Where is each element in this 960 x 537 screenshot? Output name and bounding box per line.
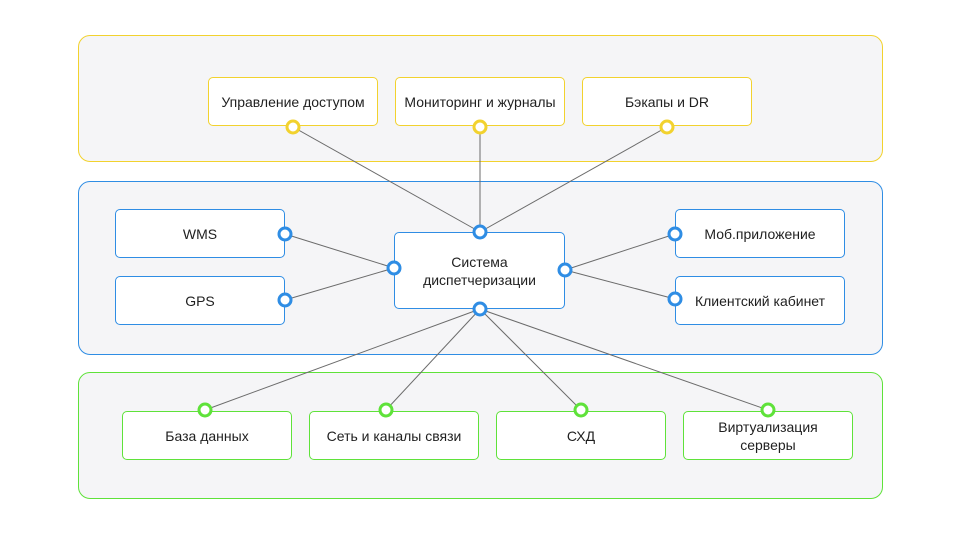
wire-wms-to-center [284,233,395,269]
node-virtualization-label: Виртуализация серверы [718,418,818,453]
node-wms-label: WMS [182,225,218,242]
port-wms[interactable] [277,226,293,242]
port-dispatch-bottom[interactable] [472,301,488,317]
wire-access-to-center [292,126,481,233]
node-mobile-app-label: Моб.приложение [704,225,816,242]
wire-center-to-virtualization [479,308,769,411]
node-dispatch-system[interactable]: Система диспетчеризации [394,232,565,309]
node-storage-label: СХД [566,427,596,444]
node-access-management[interactable]: Управление доступом [208,77,378,126]
node-virtualization[interactable]: Виртуализация серверы [683,411,853,460]
node-network[interactable]: Сеть и каналы связи [309,411,479,460]
wire-center-to-network [385,308,481,411]
node-database-label: База данных [165,427,249,444]
node-monitoring-logs-label: Мониторинг и журналы [404,93,556,110]
node-backups-dr-label: Бэкапы и DR [624,93,709,110]
wire-center-to-storage [479,308,582,411]
node-client-cabinet-label: Клиентский кабинет [694,292,826,309]
wire-backup-to-center [479,126,668,233]
port-dispatch-left[interactable] [386,260,402,276]
port-dispatch-right[interactable] [557,262,573,278]
node-gps[interactable]: GPS [115,276,285,325]
port-network[interactable] [378,402,394,418]
node-client-cabinet[interactable]: Клиентский кабинет [675,276,845,325]
wire-center-to-mobile [564,233,676,271]
port-monitoring-logs[interactable] [472,119,488,135]
wire-center-to-database [204,308,481,411]
wire-gps-to-center [284,267,395,301]
port-access-management[interactable] [285,119,301,135]
node-storage[interactable]: СХД [496,411,666,460]
node-monitoring-logs[interactable]: Мониторинг и журналы [395,77,565,126]
node-gps-label: GPS [185,292,215,309]
port-virtualization[interactable] [760,402,776,418]
node-network-label: Сеть и каналы связи [326,427,462,444]
port-mobile-app[interactable] [667,226,683,242]
wire-center-to-cabinet [564,269,676,300]
node-dispatch-system-label: Система диспетчеризации [423,253,536,288]
port-client-cabinet[interactable] [667,291,683,307]
node-wms[interactable]: WMS [115,209,285,258]
node-mobile-app[interactable]: Моб.приложение [675,209,845,258]
port-storage[interactable] [573,402,589,418]
port-gps[interactable] [277,292,293,308]
port-dispatch-top[interactable] [472,224,488,240]
port-backups-dr[interactable] [659,119,675,135]
port-database[interactable] [197,402,213,418]
node-database[interactable]: База данных [122,411,292,460]
node-backups-dr[interactable]: Бэкапы и DR [582,77,752,126]
node-access-management-label: Управление доступом [221,93,365,110]
